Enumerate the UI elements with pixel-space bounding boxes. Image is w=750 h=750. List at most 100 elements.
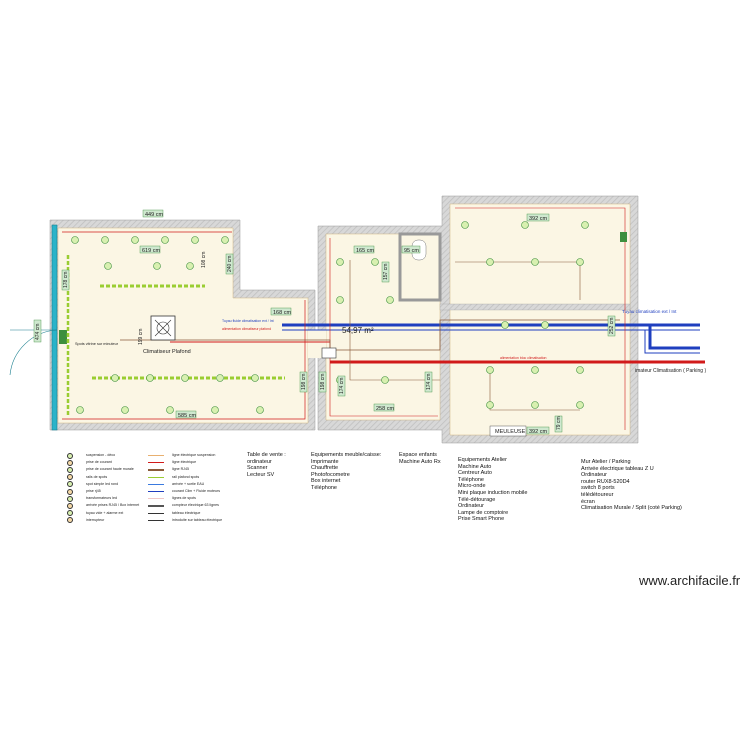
legend-line-item: ligne RJ45 <box>148 466 222 473</box>
line-swatch-icon <box>148 496 164 502</box>
grinder-label: MEULEUSE <box>495 429 526 435</box>
storefront <box>9 224 67 431</box>
dim-474: 474 cm <box>33 319 42 343</box>
legend-label: prise de courant haute murale <box>86 467 134 472</box>
line-swatch-icon <box>148 489 164 495</box>
svg-text:252 cm: 252 cm <box>609 318 615 334</box>
legend-label: rails de spots <box>86 474 108 479</box>
ceiling-ac-label: Climatiseur Plafond <box>143 349 191 355</box>
legend-line-label: introduite sur tableau électrique <box>172 517 223 522</box>
note-kids: Espace enfants Machine Auto Rx <box>399 452 441 465</box>
legend-line-item: rail plafond spots <box>148 474 222 481</box>
legend-label: tuyau vide + alarme ext <box>86 510 124 515</box>
legend-item: rails de spots <box>62 474 139 481</box>
dim-585: 585 cm <box>175 410 196 419</box>
legend-line-label: ligne électrique suspension <box>172 453 216 457</box>
legend-line-label: ligne électrique <box>172 460 197 465</box>
svg-text:392 cm: 392 cm <box>529 216 547 222</box>
legend-line-label: lignes de spots <box>172 496 196 501</box>
svg-text:79 cm: 79 cm <box>556 416 562 430</box>
legend-line-item: lignes de spots <box>148 495 222 502</box>
svg-text:258 cm: 258 cm <box>376 406 394 412</box>
suspension-icon <box>62 452 78 459</box>
line-swatch-icon <box>148 453 164 459</box>
note-sales-table: Table de vente : ordinateur Scanner Lect… <box>247 452 286 478</box>
legend-line-label: ligne RJ45 <box>172 467 189 472</box>
legend-item: spot simple led rond <box>62 481 139 488</box>
legend-line-item: tableau électrique <box>148 510 222 517</box>
dim-240: 240 cm <box>225 253 234 275</box>
transformer-icon <box>62 495 78 502</box>
note-furniture: Equipements meuble/caisse: Imprimante Ch… <box>311 452 382 491</box>
dim-174b: 174 cm <box>424 371 433 393</box>
switch-icon <box>62 517 78 524</box>
svg-text:198 cm: 198 cm <box>301 374 307 390</box>
dim-95: 95 cm <box>401 245 421 254</box>
spot-lights <box>71 221 589 414</box>
svg-text:165 cm: 165 cm <box>356 248 374 254</box>
legend-label: interrupteur <box>86 517 105 522</box>
line-swatch-icon <box>148 503 164 509</box>
dim-178: 178 cm <box>61 269 70 291</box>
legend-line-item: introduite sur tableau électrique <box>148 517 222 524</box>
legend-item: arrivée prises RJ45 / Box internet <box>62 502 139 509</box>
power-lines <box>62 207 705 430</box>
svg-text:168 cm: 168 cm <box>273 310 291 316</box>
rj45-icon <box>62 488 78 495</box>
note-parking-wall: Mur Atelier / Parking Arrivée électrique… <box>581 459 682 512</box>
dim-108: 108 cm <box>201 252 207 268</box>
svg-text:392 cm: 392 cm <box>529 429 547 435</box>
legend-label: transformateurs led <box>86 496 117 501</box>
legend-line-label: courant Clim + Fluide moteurs <box>172 488 221 493</box>
legend-line-label: compteur électrique 63 lignes <box>172 503 219 508</box>
ceiling-ac-unit <box>150 315 176 341</box>
svg-text:474 cm: 474 cm <box>35 324 41 340</box>
door-swing <box>9 329 58 376</box>
dim-252: 252 cm <box>607 315 616 337</box>
svg-text:240 cm: 240 cm <box>227 256 233 272</box>
svg-text:95 cm: 95 cm <box>404 248 419 254</box>
storefront-glass <box>51 224 58 431</box>
dimension-labels: 449 cm 619 cm 585 cm 474 cm 168 cm 240 c… <box>33 209 616 435</box>
dim-157: 157 cm <box>381 261 390 283</box>
svg-text:198 cm: 198 cm <box>320 374 326 390</box>
storefront-marker <box>59 330 67 344</box>
legend-line-label: arrivée + sortie EAU <box>172 481 205 486</box>
legend-item: prise de courant haute murale <box>62 466 139 473</box>
dim-174a: 174 cm <box>337 375 346 397</box>
electrical-panel <box>321 347 337 359</box>
line-swatch-icon <box>148 474 164 480</box>
spots-label: Spots vitrine sur minuteur <box>75 342 119 346</box>
exit-sign <box>620 232 627 242</box>
dim-168: 168 cm <box>270 307 291 316</box>
note-workshop: Equipements Atelier Machine Auto Centreu… <box>458 457 528 523</box>
ac-pipes <box>282 323 700 354</box>
dim-165: 165 cm <box>353 245 374 254</box>
legend-label: suspension - déco <box>86 453 116 457</box>
dim-198a: 198 cm <box>299 371 308 393</box>
legend-lines: ligne électrique suspension ligne électri… <box>148 452 222 524</box>
right-room-floor <box>449 203 631 436</box>
legend-item: tuyau vide + alarme ext <box>62 510 139 517</box>
partition-wall <box>439 303 631 311</box>
rj45-box-icon <box>62 502 78 509</box>
svg-text:585 cm: 585 cm <box>178 413 196 419</box>
legend-item: transformateurs led <box>62 495 139 502</box>
dim-449: 449 cm <box>142 209 163 218</box>
dim-79: 79 cm <box>554 415 563 433</box>
legend-line-label: tableau électrique <box>172 510 201 515</box>
line-swatch-icon <box>148 460 164 466</box>
svg-text:157 cm: 157 cm <box>383 264 389 280</box>
line-swatch-icon <box>148 517 164 523</box>
parking-power-label: alimentation bloc climatisation <box>500 356 547 360</box>
dim-199: 199 cm <box>138 329 144 345</box>
legend-line-label: rail plafond spots <box>172 474 200 479</box>
wc-wall <box>398 232 442 302</box>
dim-392a: 392 cm <box>526 213 550 222</box>
legend-item: prise de courant <box>62 459 139 466</box>
dim-198b: 198 cm <box>318 371 327 393</box>
line-swatch-icon <box>148 510 164 516</box>
svg-text:449 cm: 449 cm <box>145 212 163 218</box>
